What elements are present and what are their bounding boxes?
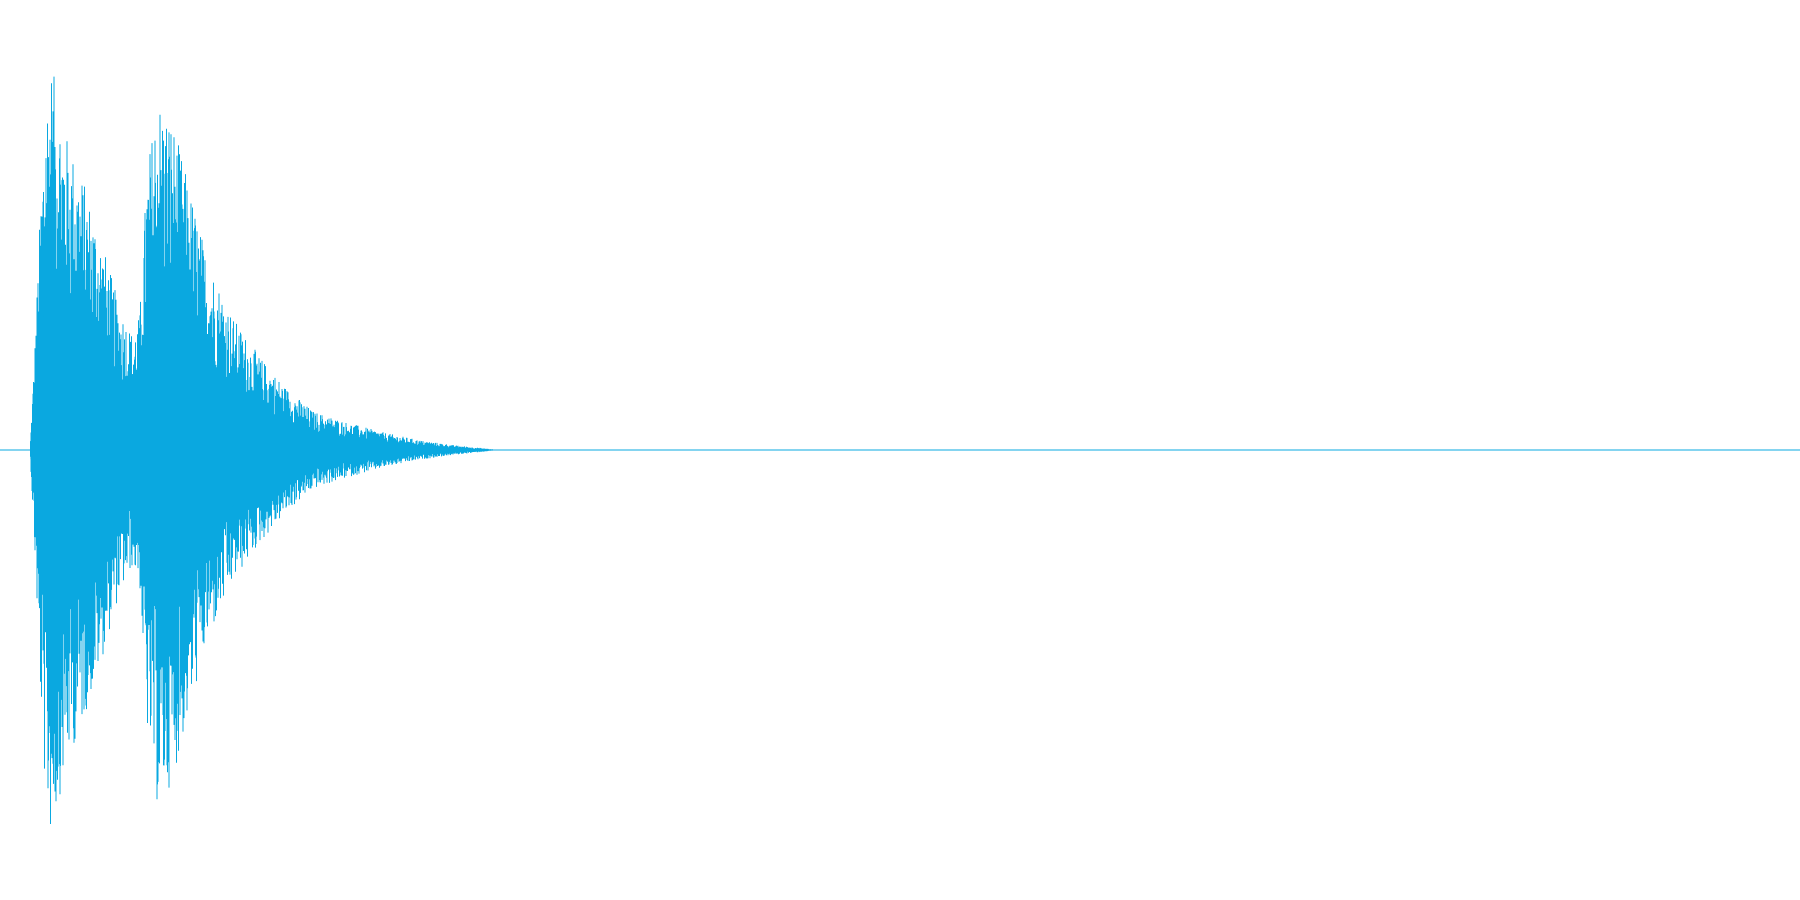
waveform-samples: [30, 76, 498, 824]
waveform-core: [30, 287, 498, 613]
